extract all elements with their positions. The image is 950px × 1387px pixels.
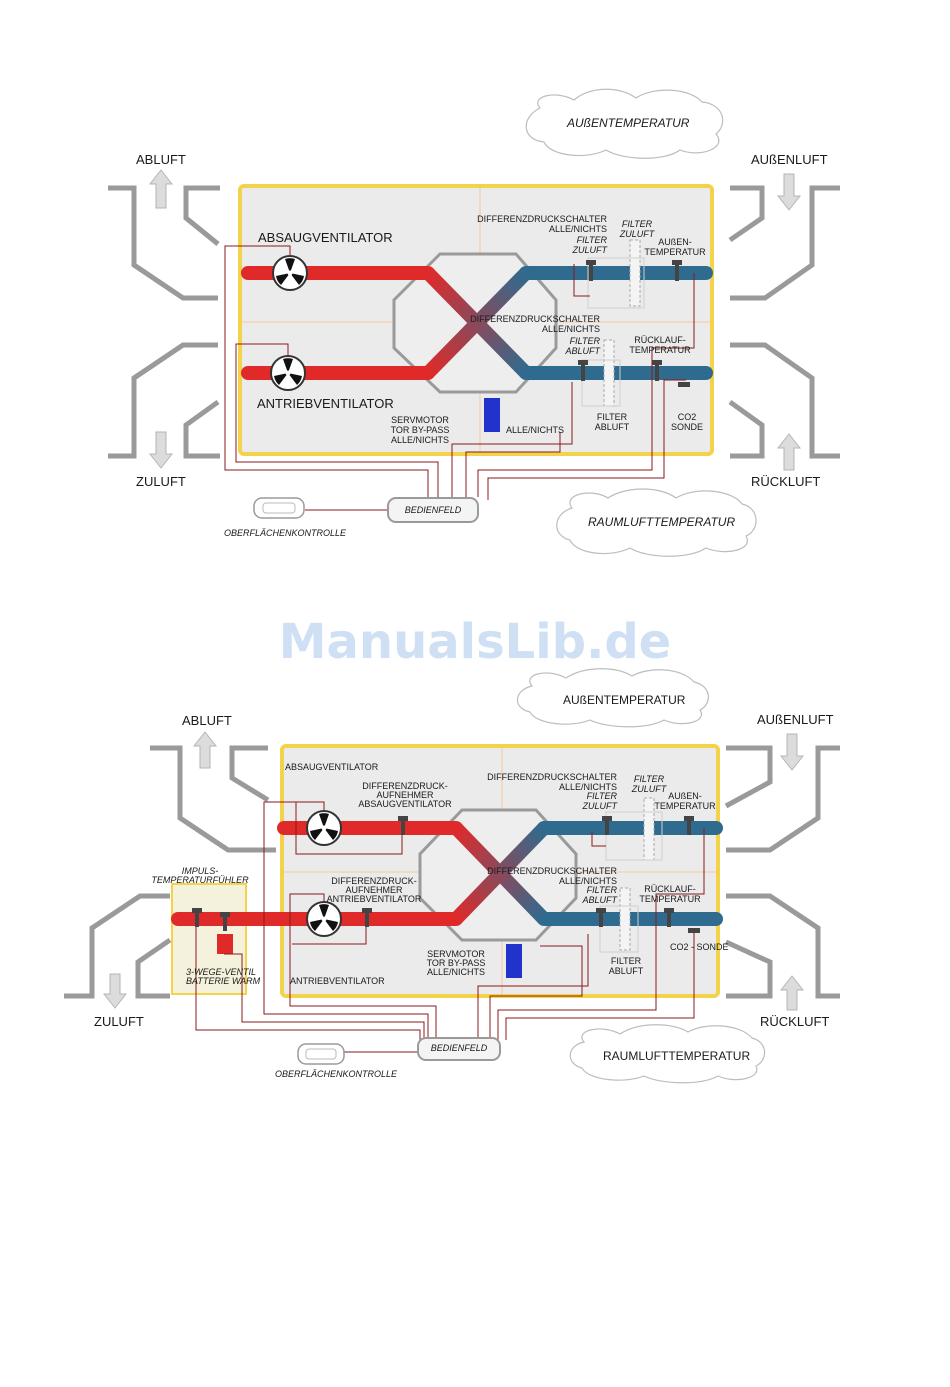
valve-icon [217,934,233,954]
label-extract-fan: ABSAUGVENTILATOR [258,230,393,245]
label-return-air: RÜCKLUFT [751,474,820,489]
sensor-icon [672,260,682,265]
diagram-2: ABLUFT AUßENLUFT ZULUFT RÜCKLUFT AUßENTE… [64,668,840,1084]
fan-icon [272,255,308,291]
sensor-icon [664,908,674,913]
label-outside-air: AUßENLUFT [751,152,828,167]
label-exhaust-air: ABLUFT [136,152,186,167]
arrow-down-icon [102,973,128,1009]
flow-arrows [102,731,805,1011]
label-surface-control: OBERFLÄCHENKONTROLLE [275,1069,398,1079]
bypass-motor [484,398,500,432]
label-surface-control: OBERFLÄCHENKONTROLLE [224,528,347,538]
heater-module [171,883,247,995]
sensor-icon [220,912,230,917]
filter-supply [643,797,655,861]
fan-icon [306,810,342,846]
arrow-up-icon [192,731,218,769]
label-outside-temp: AUßENTEMPERATUR [566,116,690,130]
filter-exhaust [603,339,615,407]
label-outside-temp-sensor: AUßEN-TEMPERATUR [654,791,716,811]
label-drive-fan: ANTRIEBVENTILATOR [257,396,394,411]
control-panel [387,497,479,523]
fan-icon [306,901,342,937]
arrow-down-icon [776,173,802,211]
flow-arrows [148,169,802,471]
label-bypass-all: ALLE/NICHTS [506,425,564,435]
sensor-icon [362,908,372,913]
sensor-icon [688,928,700,933]
label-co2: CO2 - SONDE [670,942,729,952]
cloud-outside-temp [516,668,709,728]
sensor-icon [678,382,690,387]
label-outside-air: AUßENLUFT [757,712,834,727]
outside-ducts [64,745,840,999]
label-room-temp: RAUMLUFTTEMPERATUR [588,515,735,529]
label-control-panel: BEDIENFELD [431,1043,488,1053]
label-outside-temp-sensor: AUßEN-TEMPERATUR [644,237,706,257]
surface-control [253,497,305,519]
arrow-up-icon [148,169,174,209]
sensor-icon [578,360,588,365]
sensor-icon [684,816,694,821]
sensor-icon [602,816,612,821]
diagram-1: ABLUFT AUßENLUFT ZULUFT RÜCKLUFT AUßENTE… [108,88,840,557]
label-drive-fan: ANTRIEBVENTILATOR [290,976,385,986]
sensor-icon [596,908,606,913]
label-control-panel: BEDIENFELD [405,505,462,515]
filter-exhaust [619,887,631,951]
label-supply-air: ZULUFT [136,474,186,489]
sensor-icon [192,908,202,913]
label-supply-air: ZULUFT [94,1014,144,1029]
cloud-outside-temp [525,88,724,159]
control-panel [417,1037,501,1061]
sensor-icon [652,360,662,365]
arrow-down-icon [148,431,174,469]
label-exhaust-air: ABLUFT [182,713,232,728]
arrow-down-icon [779,733,805,771]
wiring [195,801,705,1053]
label-return-temp-sensor: RÜCKLAUF-TEMPERATUR [629,335,691,355]
label-outside-temp: AUßENTEMPERATUR [563,693,686,707]
label-return-air: RÜCKLUFT [760,1014,829,1029]
label-impulse-sensor: IMPULS-TEMPERATURFÜHLER [151,866,249,885]
arrow-up-icon [779,975,805,1011]
watermark: ManualsLib.de [279,614,671,670]
cloud-room-temp [569,1024,766,1084]
label-return-temp-sensor: RÜCKLAUF-TEMPERATUR [639,884,701,904]
bypass-motor [506,944,522,978]
wiring [224,245,695,511]
outside-ducts [108,185,840,459]
surface-control [297,1043,345,1065]
label-extract-fan: ABSAUGVENTILATOR [285,762,379,772]
arrow-up-icon [776,433,802,471]
sensor-icon [398,816,408,821]
fan-icon [270,355,306,391]
label-room-temp: RAUMLUFTTEMPERATUR [603,1049,750,1063]
cloud-room-temp [556,488,757,557]
sensor-icon [586,260,596,265]
filter-supply [629,239,641,307]
